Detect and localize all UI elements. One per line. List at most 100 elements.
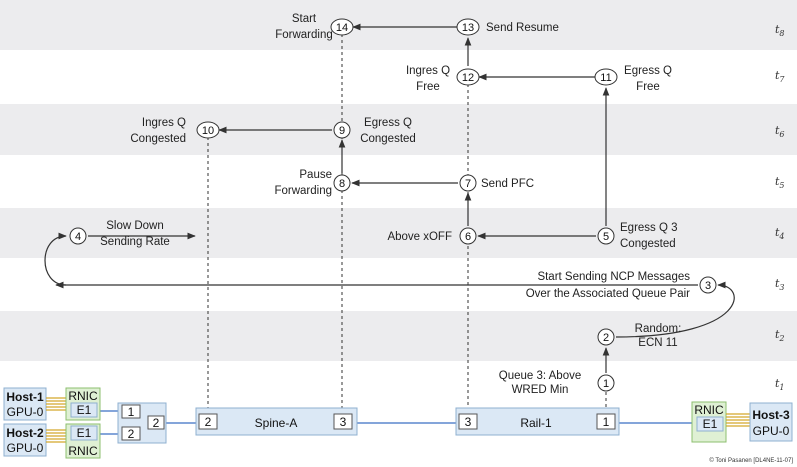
host-3-box: [749, 402, 793, 442]
host-2-connector: [46, 429, 66, 443]
leaf-switch: 1 2 2: [117, 402, 167, 444]
step-9-label-line1: Egress Q: [364, 117, 412, 129]
step-3-number: 3: [705, 280, 711, 292]
time-label-t6: t6: [775, 124, 785, 139]
step-7-label: Send PFC: [481, 178, 534, 190]
step-12-number: 12: [462, 72, 474, 84]
step-9-circle: [333, 121, 351, 139]
step-6-number: 6: [465, 231, 471, 243]
rail-1-port-3-label: 3: [465, 415, 472, 429]
step-8-label-line1: Pause: [299, 169, 332, 181]
timelines: [207, 34, 607, 410]
band-t8: [0, 0, 797, 50]
flow-arrows: [44, 23, 735, 373]
step-13-label: Send Resume: [486, 22, 559, 34]
spine-a-port-3: [333, 413, 353, 430]
rnic-host-3: RNIC E1: [691, 401, 750, 443]
time-bands: [0, 0, 797, 361]
time-label-t4: t4: [775, 226, 785, 241]
host-2-box: [3, 423, 47, 457]
rail-1-name: Rail-1: [520, 416, 552, 430]
step-12-label-line1: Ingres Q: [406, 65, 450, 77]
step-14-number: 14: [336, 22, 348, 34]
step-7-number: 7: [465, 178, 471, 190]
step-9-number: 9: [339, 125, 345, 137]
step-5-label-line2: Congested: [620, 238, 676, 250]
step-9-label-line2: Congested: [360, 133, 416, 145]
host-3-name: Host-3: [752, 408, 790, 422]
band-t2: [0, 311, 797, 361]
rnic-1-e1-port: [70, 402, 98, 418]
step-6-label: Above xOFF: [387, 231, 452, 243]
rnic-1-e1-label: E1: [77, 403, 92, 417]
rnic-host-2: E1 RNIC: [65, 423, 101, 459]
step-1-label-line1: Queue 3: Above: [499, 370, 581, 382]
host-1: Host-1 GPU-0: [3, 387, 66, 421]
step-6-circle: [459, 227, 477, 245]
rail-1-switch: 3 Rail-1 1: [455, 407, 620, 436]
host-2-name: Host-2: [6, 426, 44, 440]
host-2: Host-2 GPU-0: [3, 423, 66, 457]
step-14-circle: [330, 18, 354, 36]
step-10-number: 10: [202, 125, 214, 137]
step-4-circle: [69, 227, 87, 245]
step-5-number: 5: [603, 231, 609, 243]
step-8-number: 8: [339, 178, 345, 190]
rnic-3-e1-label: E1: [703, 417, 718, 431]
step-2-label-line2: ECN 11: [638, 337, 677, 349]
step-14-label-line2: Forwarding: [275, 29, 333, 41]
spine-a-port-2-label: 2: [205, 415, 212, 429]
step-5-circle: [597, 227, 615, 245]
network-links: [99, 410, 692, 435]
step-3-label-line1: Start Sending NCP Messages: [537, 271, 690, 283]
arrow-2-to-3: [615, 281, 735, 338]
host-1-box: [3, 387, 47, 421]
spine-a-switch: 2 Spine-A 3: [195, 407, 358, 436]
step-3-label-line2: Over the Associated Queue Pair: [526, 288, 690, 300]
host-1-connector: [46, 397, 66, 411]
step-11-label-line2: Free: [636, 81, 660, 93]
step-4-number: 4: [75, 231, 81, 243]
rnic-host-1: RNIC E1: [65, 387, 101, 421]
step-13-number: 13: [462, 22, 474, 34]
rail-1-box: [455, 407, 620, 436]
step-13-circle: [456, 18, 480, 36]
step-numbers: 1 2 3 4 5 6 7 8 9 10 11 12 13 14: [75, 22, 711, 390]
step-12-circle: [456, 68, 480, 86]
spine-a-port-3-label: 3: [340, 415, 347, 429]
rail-1-port-1: [596, 413, 616, 430]
step-2-circle: [597, 328, 615, 346]
step-1-number: 1: [603, 378, 609, 390]
host-3-connector: [726, 413, 750, 427]
time-label-t2: t2: [775, 328, 785, 343]
step-11-label-line1: Egress Q: [624, 65, 672, 77]
time-label-t1: t1: [775, 377, 785, 392]
step-10-label-line1: Ingres Q: [142, 117, 186, 129]
rail-1-port-1-label: 1: [603, 415, 610, 429]
band-t4: [0, 208, 797, 258]
leaf-port-2-label: 2: [128, 427, 135, 441]
rnic-1-label: RNIC: [68, 389, 98, 403]
rnic-3-label: RNIC: [694, 403, 724, 417]
leaf-uplink-port: [147, 415, 165, 430]
step-3-circle: [699, 276, 717, 294]
step-1-circle: [597, 374, 615, 392]
rnic-3-e1-port: [696, 416, 724, 432]
rnic-2-label: RNIC: [68, 444, 98, 458]
leaf-port-1: [121, 404, 141, 419]
step-4-label-line2: Sending Rate: [100, 236, 170, 248]
arrow-host-to-4: [44, 232, 67, 286]
copyright-text: © Toni Pasanen [DL4NE-11-07]: [709, 457, 793, 464]
host-1-name: Host-1: [6, 390, 44, 404]
host-1-gpu: GPU-0: [7, 405, 44, 419]
host-2-gpu: GPU-0: [7, 441, 44, 455]
leaf-uplink-label: 2: [153, 416, 160, 430]
step-8-circle: [333, 174, 351, 192]
spine-a-box: [195, 407, 358, 436]
spine-a-port-2: [198, 413, 218, 430]
time-label-t3: t3: [775, 277, 785, 292]
rail-1-port-3: [458, 413, 478, 430]
step-2-number: 2: [603, 332, 609, 344]
rnic-2-e1-port: [70, 425, 98, 441]
